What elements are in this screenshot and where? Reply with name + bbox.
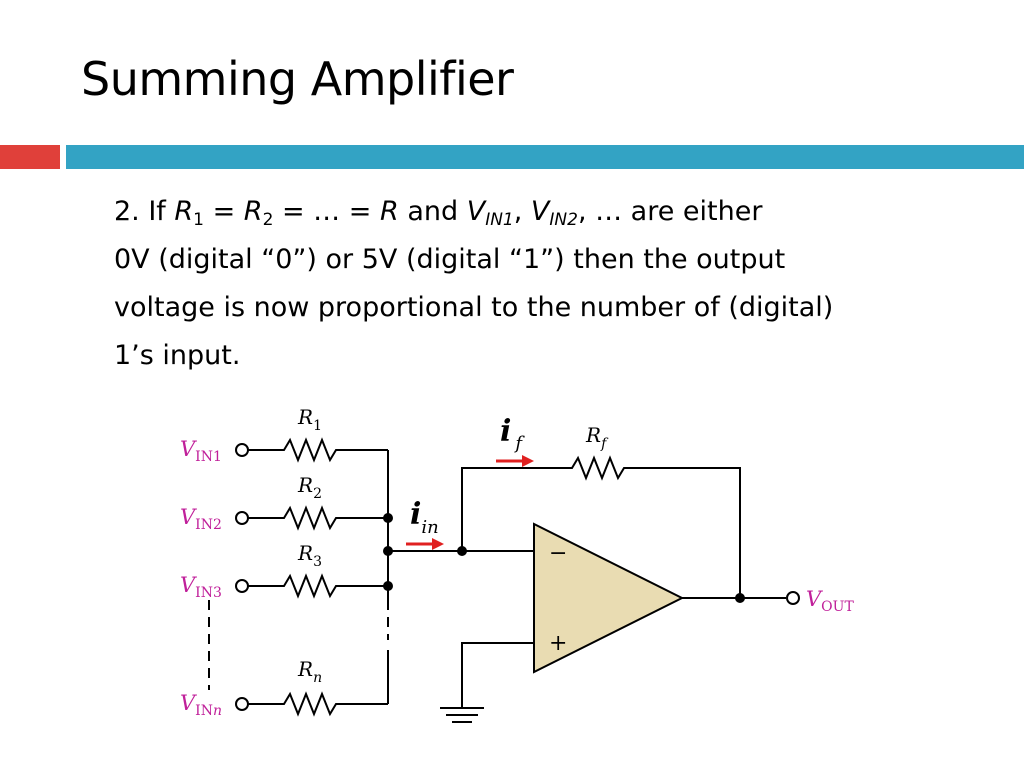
opamp-plus: + xyxy=(549,631,567,656)
vin2-symbol: V xyxy=(530,196,550,227)
line1-tail: , … are either xyxy=(577,196,763,227)
bullet-line-4: 1’s input. xyxy=(114,340,241,371)
current-arrows xyxy=(406,455,534,550)
circuit-wires xyxy=(208,437,786,723)
r-symbol: R xyxy=(379,196,399,227)
resistor-labels: R1 R2 R3 Rn Rf xyxy=(297,405,609,686)
svg-text:R2: R2 xyxy=(297,473,322,502)
svg-text:Rn: Rn xyxy=(297,657,322,686)
r1-subscript: 1 xyxy=(193,210,204,230)
bullet-line-3: voltage is now proportional to the numbe… xyxy=(114,292,834,323)
opamp-triangle xyxy=(533,522,685,674)
terminal-vout xyxy=(786,591,800,605)
input-voltage-labels: VIN1 VIN2 VIN3 VINn xyxy=(180,437,222,719)
svg-text:Rf: Rf xyxy=(585,423,609,452)
bullet-line-1: 2. If R1 = R2 = … = R and VIN1, VIN2, … … xyxy=(114,188,974,236)
terminal-vin2 xyxy=(235,511,249,525)
bullet-number: 2. If xyxy=(114,196,175,227)
svg-text:R1: R1 xyxy=(297,405,322,434)
vin2-subscript: IN2 xyxy=(549,210,578,230)
r1-symbol: R xyxy=(174,196,194,227)
opamp-minus: − xyxy=(549,541,567,566)
terminal-vin1 xyxy=(235,443,249,457)
vin1-subscript: IN1 xyxy=(485,210,514,230)
bullet-line-2: 0V (digital “0”) or 5V (digital “1”) the… xyxy=(114,244,786,275)
and-word: and xyxy=(398,196,467,227)
equals-1: = xyxy=(204,196,244,227)
r2-symbol: R xyxy=(243,196,263,227)
accent-bar-blue xyxy=(66,145,1024,169)
vin3-label: VIN3 xyxy=(180,573,222,601)
iin-label: iin xyxy=(410,497,439,538)
comma-1: , xyxy=(513,196,531,227)
slide-title: Summing Amplifier xyxy=(81,52,514,106)
r2-subscript: 2 xyxy=(262,210,274,230)
terminals xyxy=(235,443,800,711)
vin2-label: VIN2 xyxy=(180,505,222,533)
accent-bar-red xyxy=(0,145,60,169)
terminal-vin3 xyxy=(235,579,249,593)
bullet-paragraph: 2. If R1 = R2 = … = R and VIN1, VIN2, … … xyxy=(114,188,974,380)
vinn-label: VINn xyxy=(180,691,222,719)
junction-dots xyxy=(383,513,745,603)
svg-text:R3: R3 xyxy=(297,541,322,570)
terminal-vinn xyxy=(235,697,249,711)
ellipsis-equals: = … = xyxy=(273,196,380,227)
vin1-symbol: V xyxy=(466,196,486,227)
vin1-label: VIN1 xyxy=(180,437,222,465)
vout-label: VOUT xyxy=(806,587,854,615)
